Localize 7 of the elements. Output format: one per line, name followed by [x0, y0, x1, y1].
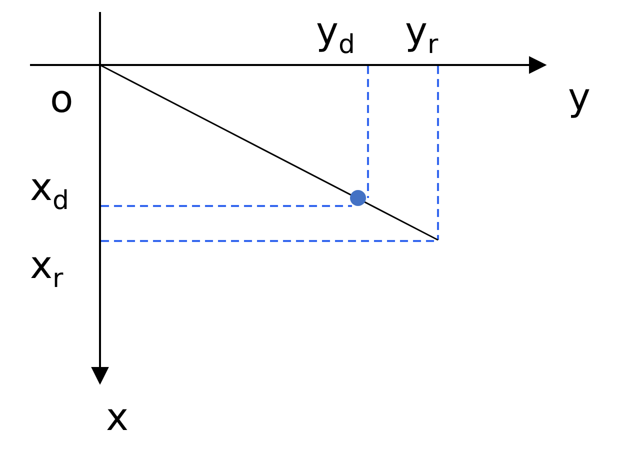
axis-tick-label: y$_{d}$ — [316, 12, 356, 58]
axis-label: y — [568, 78, 590, 116]
origin-label: o — [50, 80, 74, 118]
axis-tick-label: x$_{r}$ — [30, 246, 64, 292]
axis-tick-label: y$_{r}$ — [405, 12, 438, 58]
axis-tick-label: x$_{d}$ — [30, 168, 70, 214]
axis-label: x — [106, 398, 128, 436]
